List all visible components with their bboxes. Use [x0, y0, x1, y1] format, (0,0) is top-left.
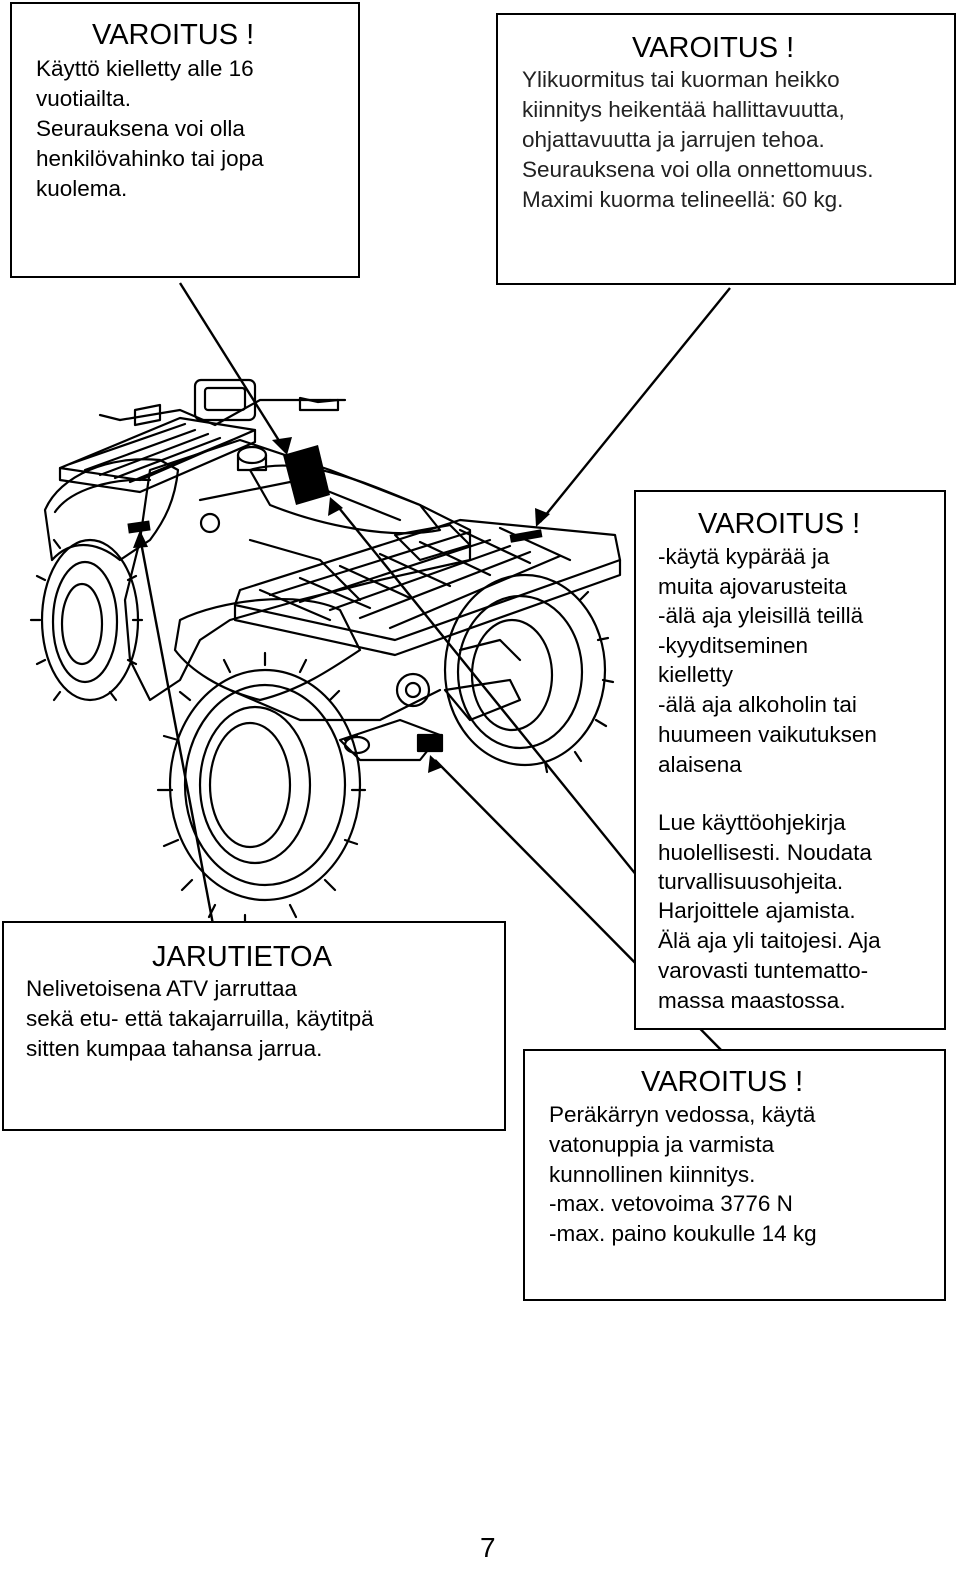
- instructions-line: Älä aja yli taitojesi. Aja: [658, 928, 881, 953]
- age-warning-title: VAROITUS !: [92, 19, 255, 51]
- page-number: 7: [480, 1532, 496, 1563]
- age-warning-box: VAROITUS ! Käyttö kielletty alle 16 vuot…: [10, 2, 360, 278]
- instructions-line: massa maastossa.: [658, 988, 846, 1013]
- front-rack: [58, 416, 257, 494]
- brake-info-box: JARUTIETOA Nelivetoisena ATV jarruttaa s…: [2, 921, 506, 1131]
- rules-warning-line: -kyyditseminen: [658, 633, 809, 658]
- front-left-wheel: [29, 538, 144, 702]
- brake-info-line: Nelivetoisena ATV jarruttaa: [26, 976, 297, 1001]
- age-warning-line: kuolema.: [36, 176, 128, 201]
- age-warning-line: henkilövahinko tai jopa: [36, 146, 264, 171]
- instructions-line: Lue käyttöohjekirja: [658, 810, 846, 835]
- load-warning-title: VAROITUS !: [632, 32, 795, 64]
- trailer-warning-box: VAROITUS ! Peräkärryn vedossa, käytä vat…: [523, 1049, 946, 1301]
- rules-warning-title: VAROITUS !: [698, 508, 861, 540]
- age-warning-line: Käyttö kielletty alle 16: [36, 56, 254, 81]
- trailer-warning-line: kunnollinen kiinnitys.: [549, 1162, 756, 1187]
- rules-warning-line: huumeen vaikutuksen: [658, 722, 877, 747]
- brake-info-line: sekä etu- että takajarruilla, käytitpä: [26, 1006, 374, 1031]
- instructions-line: huolellisesti. Noudata: [658, 840, 872, 865]
- load-warning-box: VAROITUS ! Ylikuormitus tai kuorman heik…: [496, 13, 956, 285]
- rules-warning-line: -älä aja yleisillä teillä: [658, 603, 864, 628]
- age-warning-line: vuotiailta.: [36, 86, 132, 111]
- trailer-warning-title: VAROITUS !: [641, 1066, 804, 1098]
- trailer-warning-line: -max. vetovoima 3776 N: [549, 1191, 793, 1216]
- trailer-warning-line: Peräkärryn vedossa, käytä: [549, 1102, 816, 1127]
- trailer-warning-line: vatonuppia ja varmista: [549, 1132, 775, 1157]
- rules-warning-line: alaisena: [658, 752, 742, 777]
- load-warning-line: kiinnitys heikentää hallittavuutta,: [522, 97, 845, 122]
- load-warning-line: Ylikuormitus tai kuorman heikko: [522, 67, 840, 92]
- load-warning-line: Maximi kuorma telineellä: 60 kg.: [522, 187, 844, 212]
- age-warning-line: Seurauksena voi olla: [36, 116, 245, 141]
- load-warning-line: ohjattavuutta ja jarrujen tehoa.: [522, 127, 825, 152]
- brake-info-title: JARUTIETOA: [152, 941, 332, 973]
- rules-warning-box: VAROITUS ! -käytä kypärää ja muita ajova…: [634, 490, 946, 1030]
- brake-info-line: sitten kumpaa tahansa jarrua.: [26, 1036, 323, 1061]
- rules-warning-line: -älä aja alkoholin tai: [658, 692, 857, 717]
- rules-warning-line: -käytä kypärää ja: [658, 544, 830, 569]
- instructions-line: varovasti tuntematto-: [658, 958, 869, 983]
- trailer-warning-line: -max. paino koukulle 14 kg: [549, 1221, 817, 1246]
- load-warning-line: Seurauksena voi olla onnettomuus.: [522, 157, 874, 182]
- instructions-line: turvallisuusohjeita.: [658, 869, 844, 894]
- rear-rack: [233, 518, 622, 657]
- rules-warning-line: muita ajovarusteita: [658, 574, 847, 599]
- instructions-line: Harjoittele ajamista.: [658, 898, 856, 923]
- rear-left-wheel: [156, 651, 367, 930]
- rules-warning-line: kielletty: [658, 662, 734, 687]
